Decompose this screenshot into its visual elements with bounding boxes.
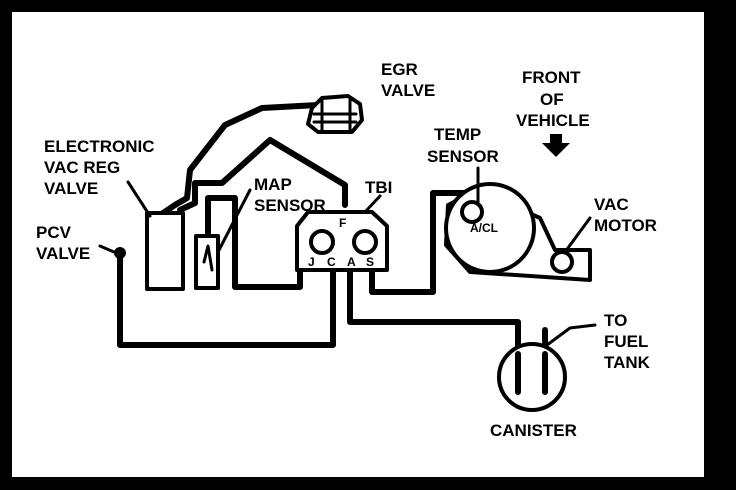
air-cleaner-label: A/CL [470,221,498,235]
pcv-valve-label-2: VALVE [36,244,90,263]
egr-valve-label-1: EGR [381,60,418,79]
temp-sensor [460,200,484,224]
tbi-body [295,210,389,272]
tbi-bore-right [352,229,378,255]
canister-label: CANISTER [490,421,577,440]
vac-reg-label-1: ELECTRONIC [44,137,155,156]
vac-reg-label-2: VAC REG [44,158,120,177]
vac-motor [550,250,574,274]
egr-valve [306,94,364,134]
tbi-label: TBI [365,178,392,197]
tbi-port-f: F [339,216,346,230]
leader-tbi [363,194,382,214]
front-of-vehicle-label-1: FRONT [522,68,581,87]
fuel-tank-label-3: TANK [604,353,651,372]
down-arrow-icon [542,134,570,157]
leader-fuel-tank [545,323,597,347]
temp-sensor-label-2: SENSOR [427,147,499,166]
tbi-bore-left [309,229,335,255]
map-sensor-label-2: SENSOR [254,196,326,215]
pcv-valve-label-1: PCV [36,223,72,242]
vac-reg-label-3: VALVE [44,179,98,198]
electronic-vac-reg-valve [145,211,185,291]
leader-pcv-valve [98,244,116,254]
map-sensor [194,234,220,290]
leader-vac-reg [126,180,152,218]
front-of-vehicle-label-3: VEHICLE [516,111,590,130]
front-of-vehicle-label-2: OF [540,90,564,109]
tbi-port-s: S [366,255,374,269]
canister [497,342,567,412]
leader-map-sensor [216,188,252,254]
hose-pcv-to-tbi [117,250,336,348]
hose-tbi-to-vac-reg [177,137,348,213]
hose-map-to-tbi [205,195,303,290]
pcv-valve [114,247,126,259]
fuel-tank-label-2: FUEL [604,332,648,351]
tbi-port-c: C [327,255,336,269]
temp-sensor-label-1: TEMP [434,125,481,144]
vac-motor-label-1: VAC [594,195,629,214]
leader-vac-motor [563,216,592,254]
egr-valve-label-2: VALVE [381,81,435,100]
map-sensor-label-1: MAP [254,175,292,194]
fuel-tank-label-1: TO [604,311,627,330]
tbi-port-j: J [308,255,315,269]
hose-egr-to-vac-reg [157,102,321,218]
vac-motor-label-2: MOTOR [594,216,657,235]
tbi-port-a: A [347,255,356,269]
